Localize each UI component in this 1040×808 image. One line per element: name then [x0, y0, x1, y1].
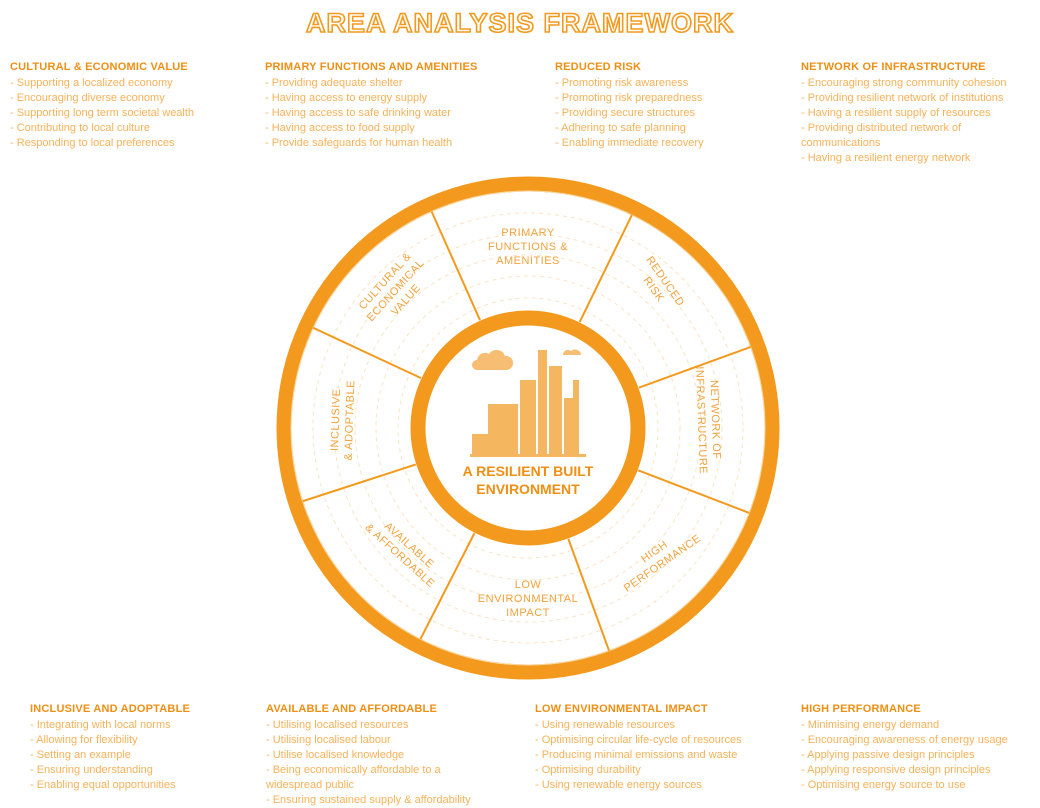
list-item: - Minimising energy demand — [801, 719, 940, 731]
block-high-performance: HIGH PERFORMANCE - Minimising energy dem… — [801, 702, 1008, 793]
block-network-infrastructure: NETWORK OF INFRASTRUCTURE - Encouraging … — [801, 60, 1037, 166]
list-item: - Having access to safe drinking water — [265, 107, 451, 119]
list-item: - Provide safeguards for human health — [265, 137, 453, 149]
segment-label-line: INCLUSIVE — [329, 388, 343, 451]
list-item: - Encouraging strong community cohesion — [801, 77, 1007, 89]
list-item: - Being economically affordable to a wid… — [266, 764, 441, 791]
segment-divider — [637, 469, 750, 514]
dashed-ring — [333, 233, 723, 623]
segment-label-inclusive-adoptable: INCLUSIVE& ADOPTABLE — [329, 380, 358, 461]
list-item: - Supporting a localized economy — [10, 77, 173, 89]
block-heading: INCLUSIVE AND ADOPTABLE — [30, 703, 191, 715]
segment-divider — [567, 538, 610, 652]
segment-label-line: & ADOPTABLE — [343, 380, 358, 461]
page-title: AREA ANALYSIS FRAMEWORK — [305, 7, 734, 39]
segment-divider — [302, 463, 417, 503]
block-inclusive-adoptable: INCLUSIVE AND ADOPTABLE - Integrating wi… — [30, 702, 190, 793]
block-primary-functions: PRIMARY FUNCTIONS AND AMENITIES - Provid… — [265, 60, 478, 151]
list-item: - Providing secure structures — [555, 107, 695, 119]
list-item: - Promoting risk awareness — [555, 77, 689, 89]
list-item: - Encouraging diverse economy — [10, 92, 165, 104]
segment-label-line: AMENITIES — [496, 255, 560, 267]
list-item: - Having access to food supply — [265, 122, 415, 134]
segment-divider — [419, 532, 476, 640]
list-item: - Adhering to safe planning — [555, 122, 686, 134]
segment-label-line: ENVIRONMENTAL — [478, 593, 578, 605]
block-reduced-risk: REDUCED RISK - Promoting risk awareness … — [555, 60, 704, 151]
list-item: - Using renewable energy sources — [535, 779, 702, 791]
city-skyline-icon — [470, 349, 586, 457]
list-item: - Providing resilient network of institu… — [801, 92, 1004, 104]
list-item: - Encouraging awareness of energy usage — [801, 734, 1008, 746]
segment-label-line: FUNCTIONS & — [488, 241, 568, 253]
list-item: - Setting an example — [30, 749, 131, 761]
segment-label-line: IMPACT — [506, 607, 550, 619]
list-item: - Promoting risk preparedness — [555, 92, 703, 104]
list-item: - Providing distributed network of commu… — [801, 122, 962, 149]
segment-label-available-affordable: AVAILABLE& AFFORDABLE — [363, 520, 437, 590]
block-heading: LOW ENVIRONMENTAL IMPACT — [535, 703, 708, 715]
segment-divider — [312, 326, 422, 380]
segment-divider — [638, 346, 752, 389]
inner-ring — [410, 310, 646, 546]
block-heading: REDUCED RISK — [555, 61, 642, 73]
list-item: - Responding to local preferences — [10, 137, 175, 149]
list-item: - Allowing for flexibility — [30, 734, 138, 746]
segment-label-line: LOW — [515, 579, 542, 591]
list-item: - Providing adequate shelter — [265, 77, 403, 89]
list-item: - Having a resilient energy network — [801, 152, 971, 164]
block-cultural-economic: CULTURAL & ECONOMIC VALUE - Supporting a… — [10, 60, 194, 151]
list-item: - Contributing to local culture — [10, 122, 151, 134]
list-item: - Having a resilient supply of resources — [801, 107, 991, 119]
segment-label-line: PRIMARY — [501, 227, 555, 239]
list-item: - Enabling immediate recovery — [555, 137, 704, 149]
list-item: - Utilising localised resources — [266, 719, 409, 731]
list-item: - Producing minimal emissions and waste — [535, 749, 738, 761]
block-heading: NETWORK OF INFRASTRUCTURE — [801, 61, 986, 73]
segment-label-line: INFRASTRUCTURE — [693, 366, 709, 474]
list-item: - Enabling equal opportunities — [30, 779, 176, 791]
list-item: - Integrating with local norms — [30, 719, 171, 731]
segment-divider — [578, 214, 633, 323]
block-heading: PRIMARY FUNCTIONS AND AMENITIES — [265, 61, 478, 73]
block-heading: AVAILABLE AND AFFORDABLE — [266, 703, 438, 715]
block-available-affordable: AVAILABLE AND AFFORDABLE - Utilising loc… — [266, 702, 516, 808]
outer-ring — [276, 176, 780, 680]
segment-divider — [430, 211, 481, 321]
list-item: - Having access to energy supply — [265, 92, 428, 104]
list-item: - Ensuring sustained supply & affordabil… — [266, 794, 471, 806]
list-item: - Optimising durability — [535, 764, 641, 776]
dashed-ring — [312, 212, 744, 644]
segment-dividers — [302, 211, 752, 652]
dashed-ring — [375, 275, 681, 581]
center-title-line1: A RESILIENT BUILT — [463, 463, 594, 479]
segment-label-low-environmental-impact: LOW ENVIRONMENTAL IMPACT — [478, 579, 578, 619]
center-title-line2: ENVIRONMENT — [476, 481, 580, 497]
list-item: - Supporting long term societal wealth — [10, 107, 195, 119]
block-heading: CULTURAL & ECONOMIC VALUE — [10, 61, 188, 73]
dashed-ring — [354, 254, 702, 602]
outer-ring-inner-line — [290, 190, 766, 666]
list-item: - Optimising circular life-cycle of reso… — [535, 734, 742, 746]
list-item: - Utilise localised knowledge — [266, 749, 405, 761]
list-item: - Utilising localised labour — [266, 734, 391, 746]
list-item: - Ensuring understanding — [30, 764, 153, 776]
segment-label-primary-functions: PRIMARY FUNCTIONS & AMENITIES — [488, 227, 568, 267]
block-heading: HIGH PERFORMANCE — [801, 703, 921, 715]
block-low-environmental-impact: LOW ENVIRONMENTAL IMPACT - Using renewab… — [535, 702, 742, 793]
list-item: - Applying passive design principles — [801, 749, 975, 761]
dashed-ring — [397, 297, 659, 559]
segment-label-line: NETWORK OF — [708, 380, 723, 460]
list-item: - Applying responsive design principles — [801, 764, 991, 776]
list-item: - Using renewable resources — [535, 719, 676, 731]
list-item: - Optimising energy source to use — [801, 779, 966, 791]
